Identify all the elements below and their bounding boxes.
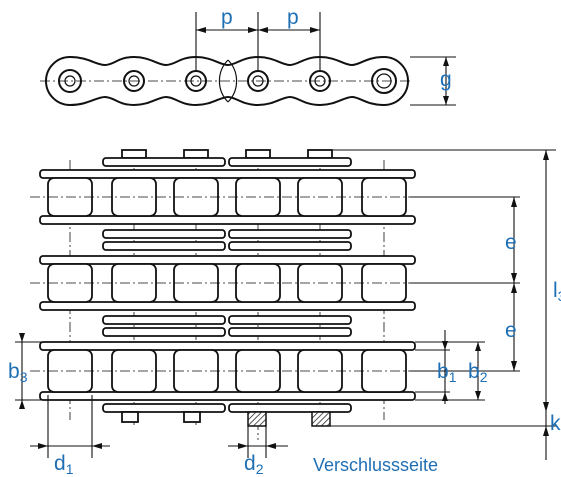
top-pin-heads xyxy=(121,149,333,159)
plate-height-label: g xyxy=(440,68,452,91)
b3-label: b3 xyxy=(8,360,28,385)
roller-diameter-dimension: d1 xyxy=(30,395,110,477)
strand-1 xyxy=(30,169,420,225)
strand-2 xyxy=(30,255,420,311)
pitch-label-left: p xyxy=(221,6,233,29)
closing-side-caption: Verschlussseite xyxy=(313,455,438,475)
strand-spacing-label-lower: e xyxy=(505,319,517,342)
d1-label: d1 xyxy=(54,452,74,477)
strand-spacing-label-upper: e xyxy=(505,231,517,254)
b2-label: b2 xyxy=(468,360,488,385)
outer-plate-bottom-2 xyxy=(228,403,352,413)
outer-plate-bottom-1 xyxy=(102,403,226,413)
chain-side-view: p p g xyxy=(40,6,456,107)
d2-label: d2 xyxy=(244,452,264,477)
overall-length-label: l3 xyxy=(553,279,561,304)
inner-width-dimension: b1 b2 xyxy=(415,330,488,404)
overall-length-dimension: l3 xyxy=(330,149,561,412)
plate-height-dimension: g xyxy=(410,56,456,106)
bottom-pin-ends xyxy=(121,411,331,427)
strand-3 xyxy=(30,341,420,401)
outer-plate-top-2 xyxy=(228,157,352,167)
offset-k-dimension: k xyxy=(330,412,561,460)
closing-pin-left xyxy=(247,411,267,427)
chain-plan-view xyxy=(30,149,420,440)
outer-plate-top-1 xyxy=(102,157,226,167)
pin-diameter-dimension: d2 xyxy=(228,426,288,477)
strand-spacing-dimension: e e xyxy=(410,196,520,372)
pitch-label-right: p xyxy=(287,6,299,29)
b1-label: b1 xyxy=(437,360,457,385)
offset-k-label: k xyxy=(550,412,561,435)
closing-pin-right xyxy=(311,411,331,427)
plate-gap-dimension: b3 xyxy=(8,333,48,409)
pitch-dimension: p p xyxy=(195,6,321,70)
